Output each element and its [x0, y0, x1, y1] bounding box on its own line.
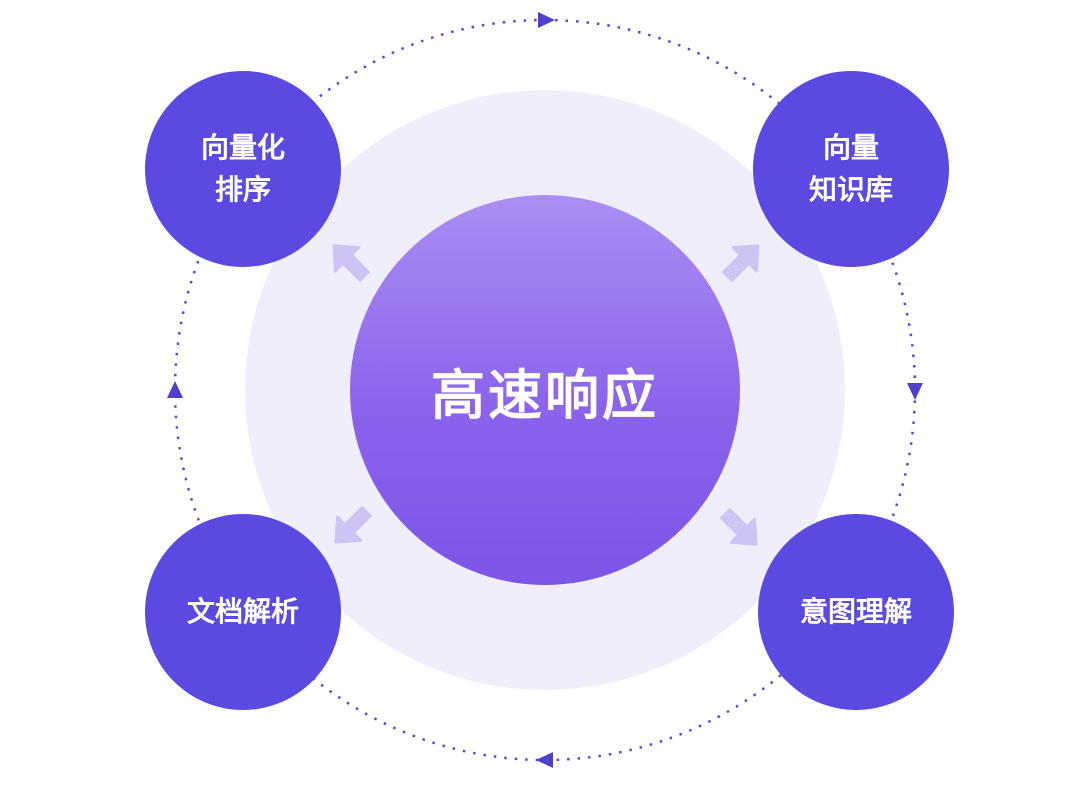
satellite-document-parsing: 文档解析	[145, 514, 341, 710]
outward-arrow-bottom-right-icon	[700, 488, 782, 570]
satellite-intent-understanding: 意图理解	[758, 514, 954, 710]
center-label: 高速响应	[431, 365, 659, 426]
orbit-arrow-right-icon	[907, 383, 923, 400]
orbit-arrow-left-icon	[167, 381, 183, 398]
satellite-label-line: 向量	[822, 132, 879, 163]
satellite-label-line: 知识库	[808, 174, 893, 205]
satellite-label-line: 排序	[214, 174, 271, 205]
outward-arrow-bottom-left-icon	[310, 486, 392, 568]
satellite-label-line: 向量化	[200, 132, 285, 163]
satellite-label-line: 意图理解	[799, 596, 912, 627]
orbit-arrow-top-icon	[538, 12, 555, 28]
satellite-vectorize-sort: 向量化 排序	[145, 71, 341, 267]
satellite-vector-knowledge-base: 向量 知识库	[753, 71, 949, 267]
orbit-arrow-bottom-icon	[536, 752, 553, 768]
outward-arrow-top-right-icon	[702, 220, 784, 302]
outward-arrow-top-left-icon	[308, 220, 390, 302]
center-circle: 高速响应	[350, 195, 740, 585]
satellite-label-line: 文档解析	[186, 596, 299, 627]
